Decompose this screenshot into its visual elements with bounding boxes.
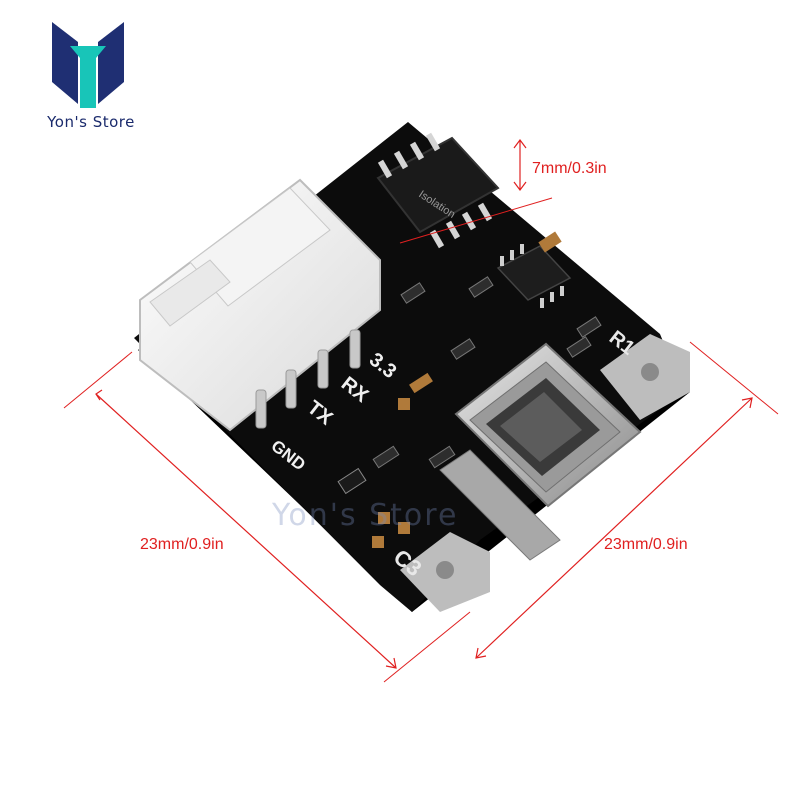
small-ic-pins: [500, 244, 564, 308]
logo-left-bar: [52, 22, 78, 104]
smd-components: [337, 231, 602, 548]
usb-type-c-connector: [439, 342, 642, 561]
right-width-dimension-label: 23mm/0.9in: [604, 536, 688, 553]
connector-pins: [255, 329, 361, 429]
jst-connector: [139, 178, 381, 432]
pad-hole-bottom: [436, 561, 454, 579]
small-ic: [496, 245, 572, 301]
pad-hole-right: [641, 363, 659, 381]
logo-center-stem: [70, 46, 106, 108]
store-logo: [52, 22, 124, 108]
height-dimension-label: 7mm/0.3in: [532, 160, 607, 177]
isolation-chip: [376, 136, 500, 234]
logo-right-bar: [98, 22, 124, 104]
left-width-dimension-label: 23mm/0.9in: [140, 536, 224, 553]
watermark-text: Yon's Store: [272, 498, 459, 533]
dim-line-right-width: [475, 397, 753, 659]
store-name: Yon's Store: [47, 113, 135, 131]
chip-pins-top: [377, 132, 441, 179]
dim-line-left-width: [95, 393, 397, 669]
dimension-lines: [63, 139, 779, 683]
